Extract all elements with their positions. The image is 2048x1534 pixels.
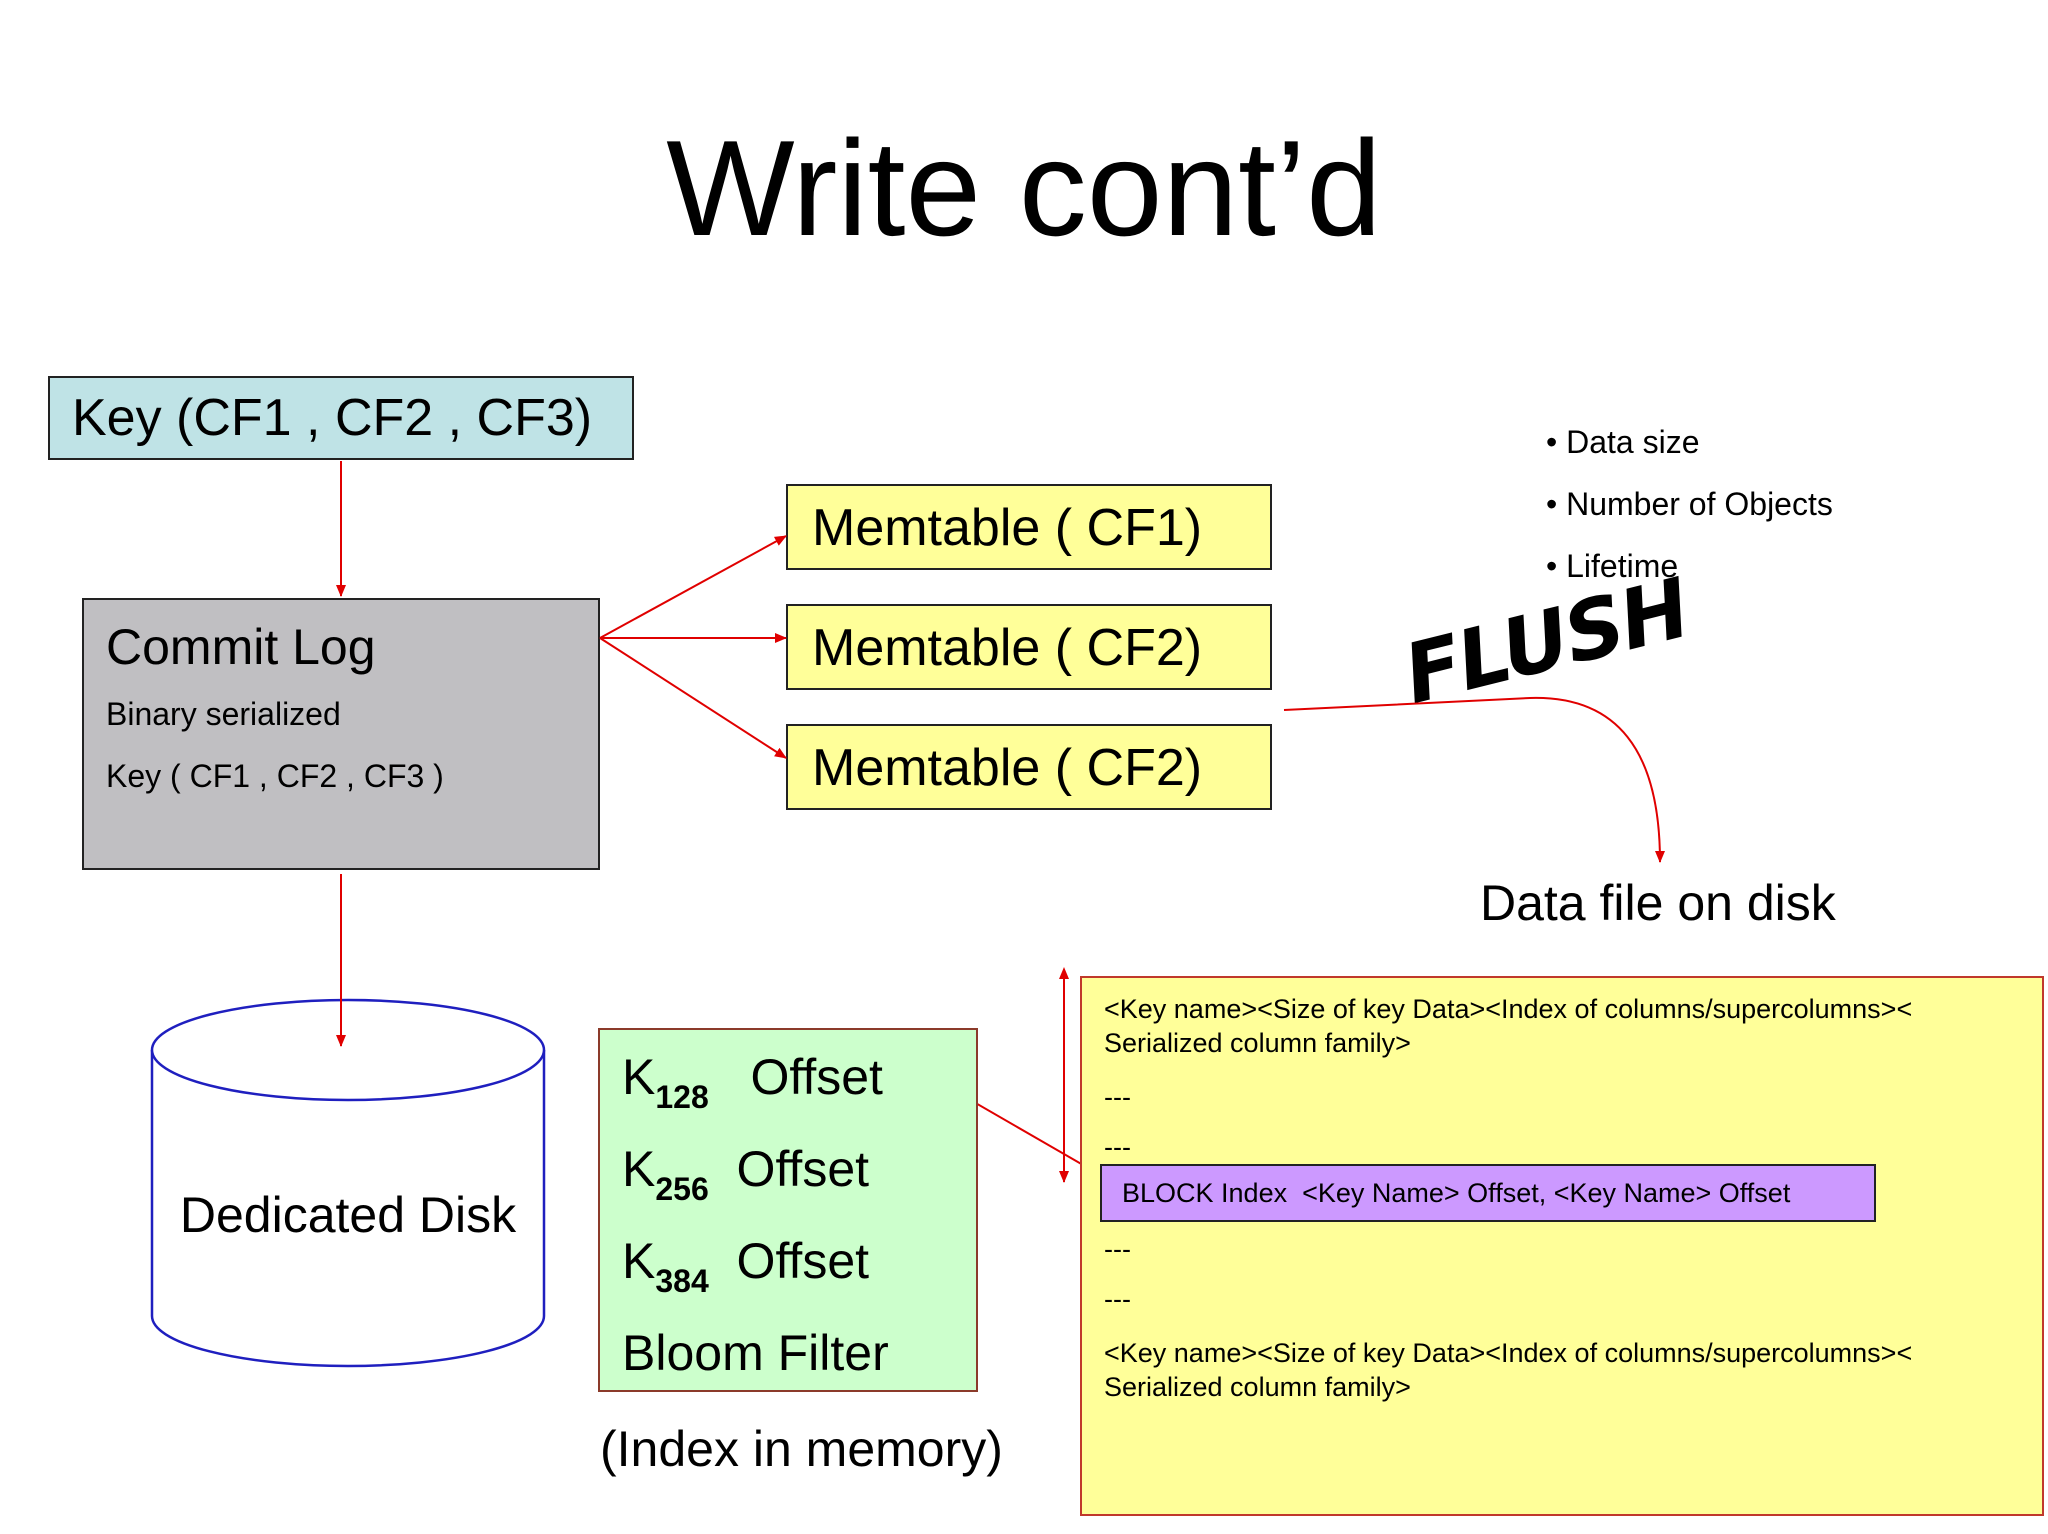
index-row: K384 Offset: [622, 1233, 870, 1299]
commit-log-line: Binary serialized: [106, 696, 341, 732]
commit-log-title: Commit Log: [106, 619, 376, 675]
row-separator: ---: [1104, 1132, 1131, 1162]
row-separator: ---: [1104, 1284, 1131, 1314]
commit-log-box: Commit Log Binary serialized Key ( CF1 ,…: [82, 598, 600, 870]
index-caption: (Index in memory): [600, 1421, 1003, 1477]
index-row: K256 Offset: [622, 1141, 870, 1207]
block-index: BLOCK Index <Key Name> Offset, <Key Name…: [1100, 1164, 1876, 1222]
flush-criterion: • Data size: [1546, 424, 1700, 460]
arrow-commit-to-mem3: [599, 637, 787, 759]
row-separator: ---: [1104, 1082, 1131, 1112]
flush-criterion: • Number of Objects: [1546, 486, 1833, 522]
page-title: Write cont’d: [666, 112, 1382, 264]
memtable-cf1: Memtable ( CF1): [786, 484, 1272, 570]
commit-log-line: Key ( CF1 , CF2 , CF3 ): [106, 758, 444, 794]
dedicated-disk-icon: [150, 998, 546, 1368]
dedicated-disk-label: Dedicated Disk: [179, 1187, 517, 1243]
memtable-cf2: Memtable ( CF2): [786, 604, 1272, 690]
memtable-cf3: Memtable ( CF2): [786, 724, 1272, 810]
row-separator: ---: [1104, 1234, 1131, 1264]
arrow-flush-to-datafile: [1283, 696, 1665, 863]
data-file-box: <Key name><Size of key Data><Index of co…: [1080, 976, 2044, 1516]
data-row: <Key name><Size of key Data><Index of co…: [1104, 1338, 1913, 1402]
bloom-filter: Bloom Filter: [622, 1325, 889, 1381]
flush-criterion: • Lifetime: [1546, 548, 1679, 584]
data-file-label: Data file on disk: [1480, 875, 1836, 931]
data-row: <Key name><Size of key Data><Index of co…: [1104, 994, 1913, 1058]
index-row: K128 Offset: [622, 1049, 883, 1115]
arrow-commit-to-mem1: [599, 535, 787, 639]
index-in-memory-box: K128 Offset K256 Offset K384 Offset Bloo…: [598, 1028, 978, 1392]
key-box: Key (CF1 , CF2 , CF3): [48, 376, 634, 460]
